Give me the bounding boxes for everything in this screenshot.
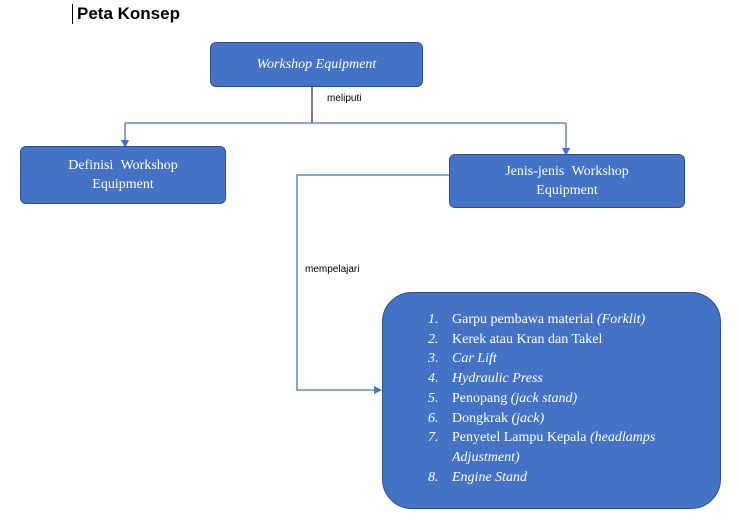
list-item: 5. Penopang (jack stand) [428,389,720,409]
list-item: 6. Dongkrak (jack) [428,409,720,429]
list-item: 2. Kerek atau Kran dan Takel [428,330,720,350]
list-item-text: Penyetel Lampu Kepala [452,430,591,446]
node-equipment-list: 1. Garpu pembawa material (Forklit) 2. K… [382,292,721,509]
list-item-number: 4. [428,371,439,387]
node-definisi: Definisi Workshop Equipment [20,146,226,204]
list-item: 7. Penyetel Lampu Kepala (headlamps Adju… [428,428,720,467]
list-item: 1. Garpu pembawa material (Forklit) [428,310,720,330]
equipment-list: 1. Garpu pembawa material (Forklit) 2. K… [383,310,720,487]
list-item-number: 7. [428,430,439,446]
list-item-text: Penopang [452,390,511,406]
list-item-text: Garpu pembawa material [452,312,597,327]
list-item-number: 5. [428,390,439,406]
list-item-italic: Hydraulic Press [452,371,543,387]
list-item-italic: Car Lift [452,351,497,367]
page-title: Peta Konsep [72,4,180,24]
list-item-number: 6. [428,410,439,426]
edge-label-meliputi: meliputi [327,93,362,104]
list-item-italic: (jack stand) [510,390,578,406]
node-jenis-jenis-label: Jenis-jenis Workshop Equipment [505,164,629,198]
list-item-italic: (Forklit) [597,312,646,327]
list-item-number: 1. [428,312,439,327]
list-item: 8. Engine Stand [428,468,720,488]
edge-label-mempelajari: mempelajari [305,264,360,275]
list-item-text: Kerek atau Kran dan Takel [452,331,603,347]
connector-jenis-to-list [296,174,449,394]
list-item-number: 8. [428,469,439,485]
node-jenis-jenis: Jenis-jenis Workshop Equipment [449,154,685,208]
node-workshop-equipment-label: Workshop Equipment [256,57,377,72]
list-item-text: Dongkrak [452,410,512,426]
list-item: 3. Car Lift [428,349,720,369]
list-item-italic: (jack) [511,410,545,426]
node-definisi-label: Definisi Workshop Equipment [68,158,178,192]
node-workshop-equipment: Workshop Equipment [210,42,423,87]
list-item-italic: (headlamps Adjustment) [452,430,656,465]
list-item-number: 2. [428,331,439,347]
list-item-number: 3. [428,351,439,367]
list-item-italic: Engine Stand [452,469,528,485]
list-item: 4. Hydraulic Press [428,369,720,389]
